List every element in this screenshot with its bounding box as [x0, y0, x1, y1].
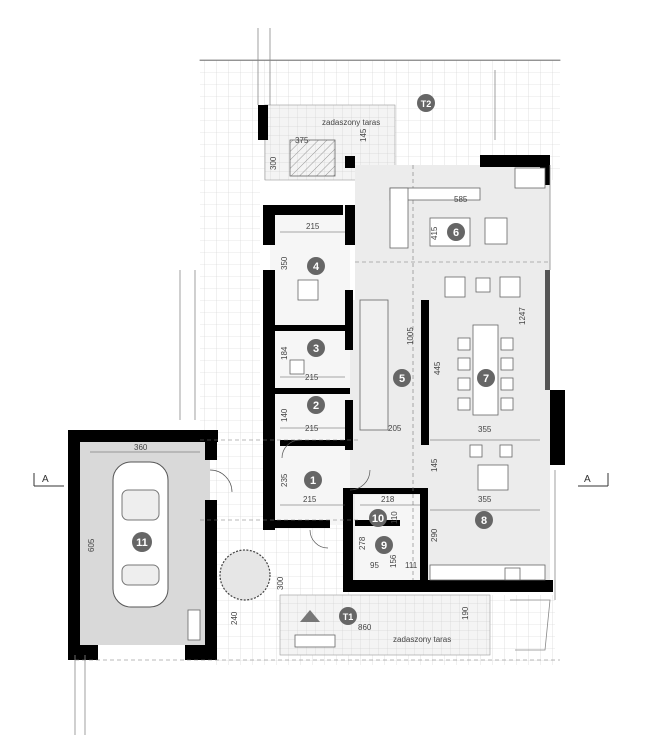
room-marker-8: 8	[475, 511, 493, 529]
svg-text:215: 215	[305, 373, 319, 382]
svg-text:2: 2	[313, 400, 319, 412]
svg-text:205: 205	[388, 424, 402, 433]
svg-text:95: 95	[370, 561, 379, 570]
terrace-label-t2: zadaszony taras	[322, 118, 380, 127]
svg-text:585: 585	[454, 195, 468, 204]
svg-text:190: 190	[461, 606, 470, 620]
section-marker-left: A	[33, 473, 64, 487]
svg-text:278: 278	[358, 536, 367, 550]
svg-text:3: 3	[313, 343, 319, 355]
section-marker-right: A	[578, 473, 609, 487]
dimension-labels: 375 145 300 585 415 215 350 1247 184 215…	[87, 128, 527, 632]
svg-text:350: 350	[280, 256, 289, 270]
svg-text:375: 375	[295, 136, 309, 145]
svg-text:355: 355	[478, 495, 492, 504]
svg-text:860: 860	[358, 623, 372, 632]
svg-text:11: 11	[136, 537, 148, 549]
svg-text:218: 218	[381, 495, 395, 504]
svg-text:360: 360	[134, 443, 148, 452]
svg-text:T1: T1	[343, 612, 354, 622]
room-markers: 1 2 3 4 5 6 7 8 9 10 11 T2 T1	[132, 94, 495, 625]
svg-text:605: 605	[87, 538, 96, 552]
svg-text:A: A	[584, 474, 591, 485]
room-marker-10: 10	[369, 509, 387, 527]
room-marker-11: 11	[132, 532, 152, 552]
svg-text:110: 110	[390, 511, 399, 524]
room-marker-1: 1	[304, 471, 322, 489]
svg-text:1247: 1247	[518, 307, 527, 325]
svg-text:145: 145	[430, 458, 439, 472]
svg-text:7: 7	[483, 373, 489, 385]
svg-text:415: 415	[430, 226, 439, 240]
svg-text:156: 156	[389, 554, 398, 568]
walls	[68, 105, 565, 660]
svg-text:140: 140	[280, 408, 289, 422]
room-marker-3: 3	[307, 339, 325, 357]
dimension-lines	[90, 231, 540, 511]
svg-text:300: 300	[276, 576, 285, 590]
svg-text:355: 355	[478, 425, 492, 434]
svg-text:215: 215	[306, 222, 320, 231]
dashed-lines	[75, 165, 560, 661]
outline-lines	[74, 28, 561, 735]
svg-text:1: 1	[310, 475, 316, 487]
tree-icon	[219, 549, 271, 601]
svg-text:145: 145	[359, 128, 368, 142]
terrace-label-t1: zadaszony taras	[393, 635, 451, 644]
svg-text:9: 9	[381, 540, 387, 552]
room-marker-7: 7	[477, 369, 495, 387]
svg-text:184: 184	[280, 346, 289, 360]
room-marker-2: 2	[307, 396, 325, 414]
svg-text:240: 240	[230, 611, 239, 625]
svg-text:215: 215	[305, 424, 319, 433]
svg-text:A: A	[42, 474, 49, 485]
svg-text:445: 445	[433, 361, 442, 375]
svg-text:5: 5	[399, 373, 405, 385]
room-marker-9: 9	[375, 536, 393, 554]
svg-text:215: 215	[303, 495, 317, 504]
furniture	[187, 139, 546, 648]
svg-text:111: 111	[405, 561, 418, 570]
room-marker-6: 6	[447, 223, 465, 241]
svg-text:T2: T2	[421, 99, 432, 109]
entrance-arrow-icon	[300, 610, 320, 622]
terrace-marker-T2: T2	[417, 94, 435, 112]
svg-text:8: 8	[481, 515, 487, 527]
room-marker-4: 4	[307, 257, 325, 275]
terrace-marker-T1: T1	[339, 607, 357, 625]
svg-text:290: 290	[430, 528, 439, 542]
svg-text:6: 6	[453, 227, 459, 239]
interior-floors	[75, 165, 550, 645]
svg-text:4: 4	[313, 261, 320, 273]
room-marker-5: 5	[393, 369, 411, 387]
doors	[209, 439, 371, 549]
svg-text:10: 10	[372, 513, 384, 525]
svg-text:300: 300	[269, 156, 278, 170]
svg-text:235: 235	[280, 473, 289, 487]
svg-text:1005: 1005	[406, 327, 415, 345]
